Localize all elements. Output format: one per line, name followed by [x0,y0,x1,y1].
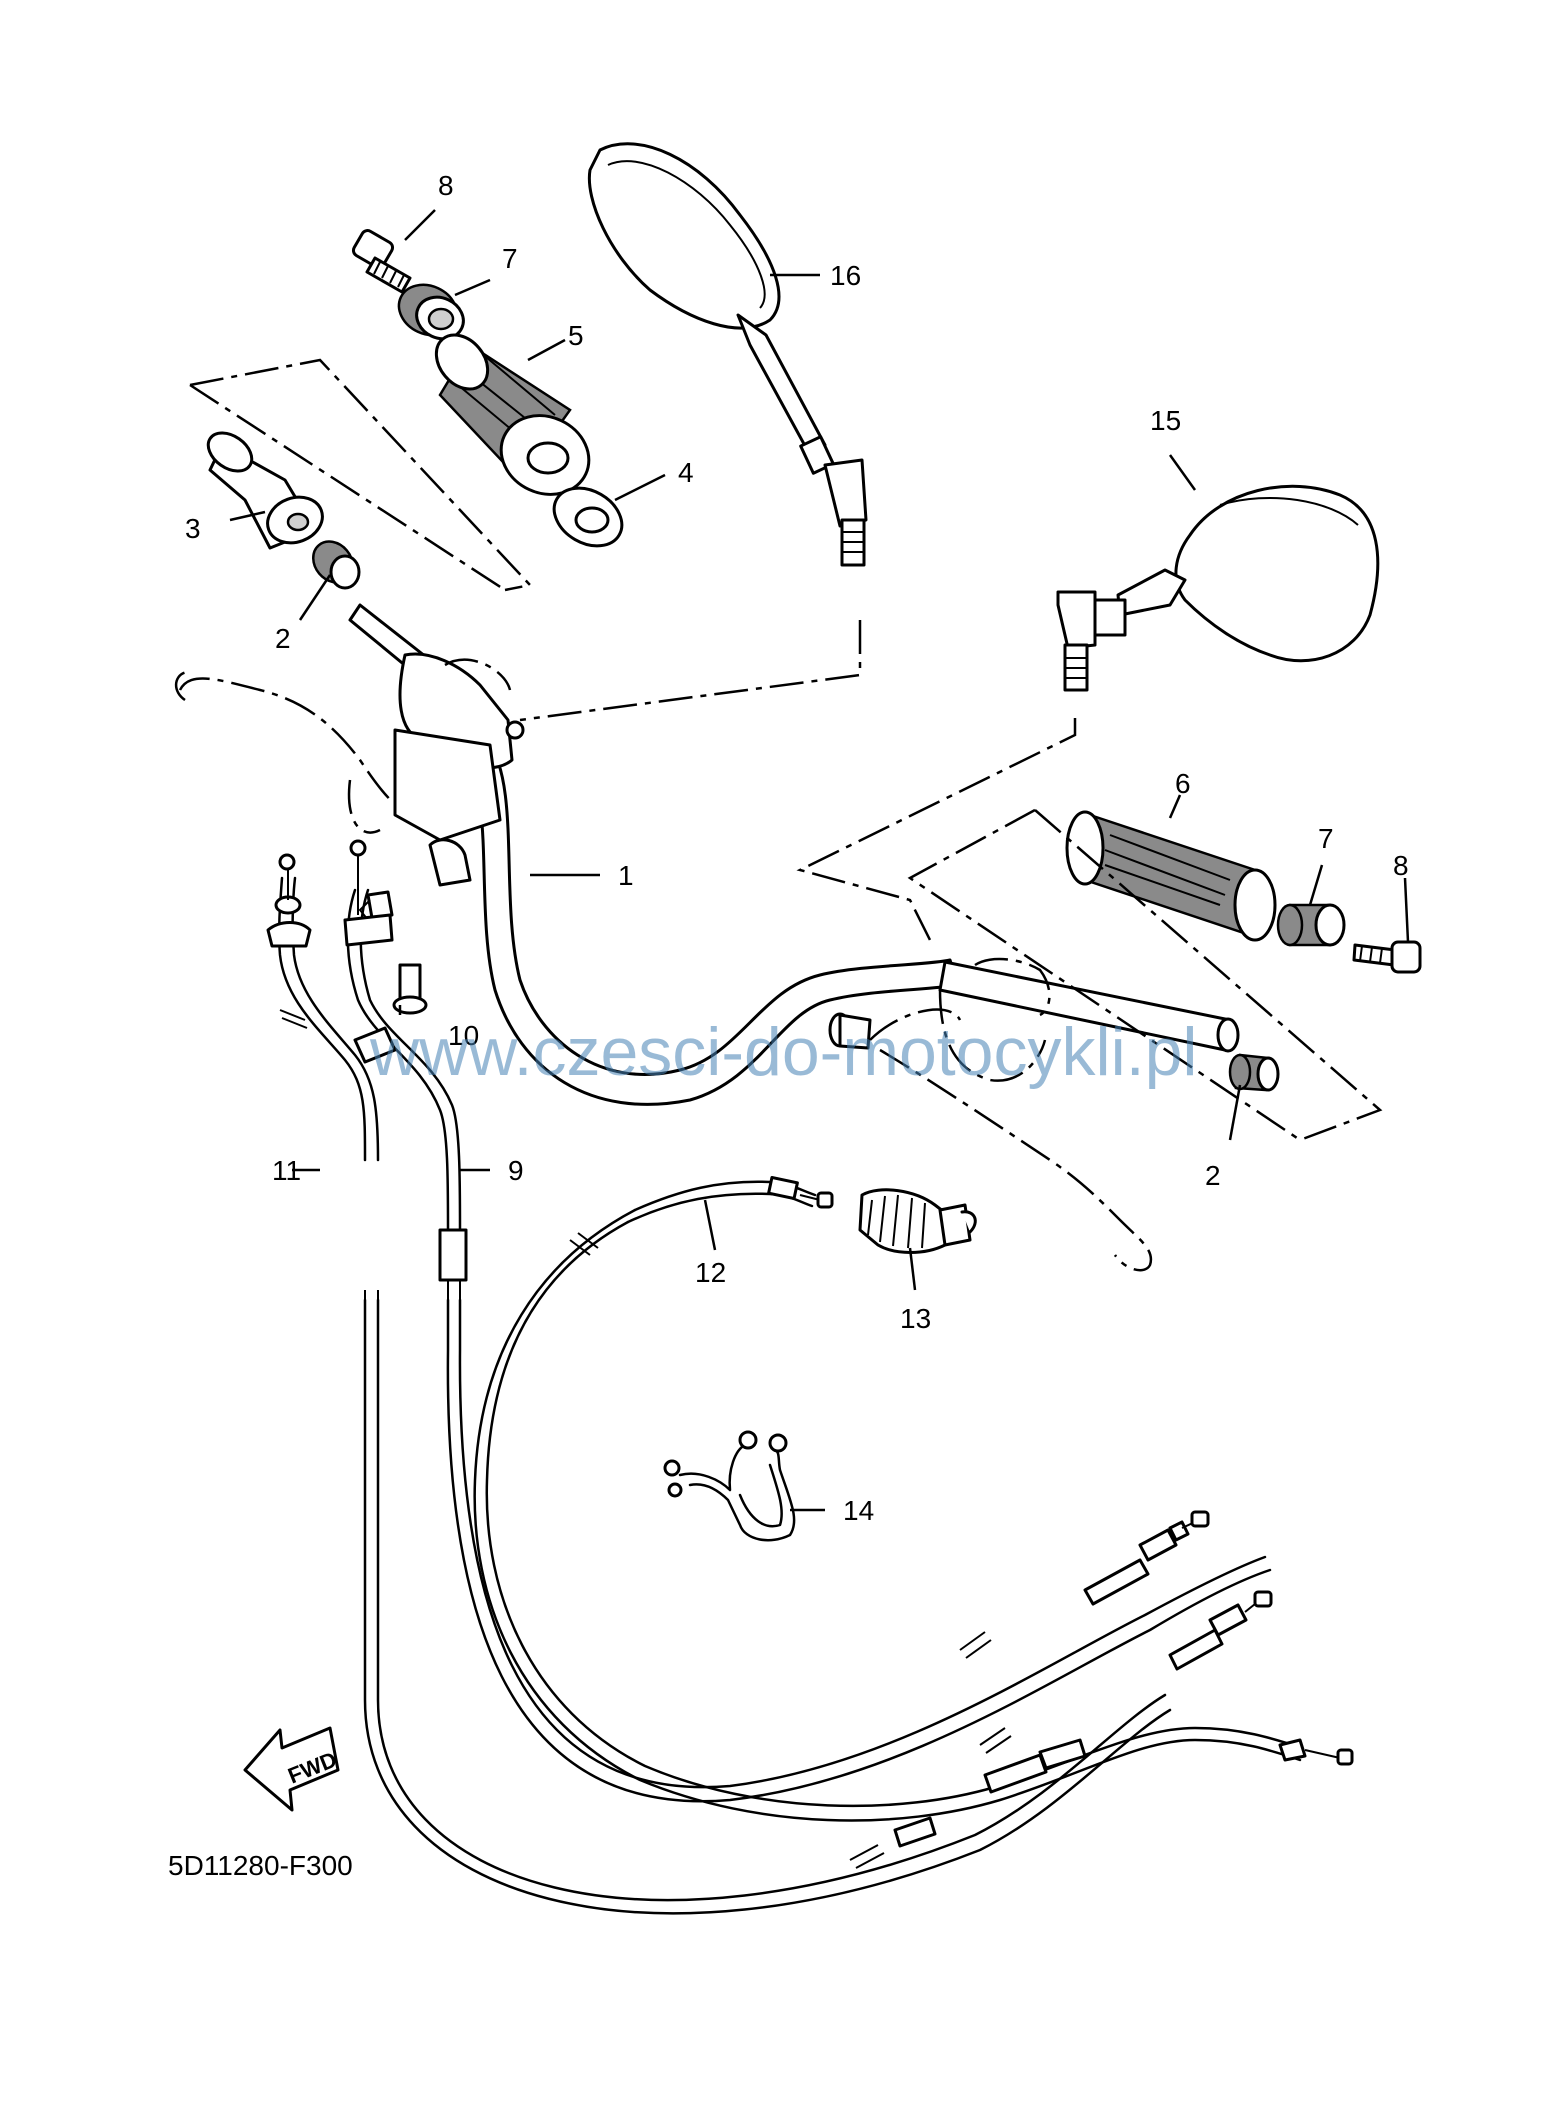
part-13-cable-boot [858,1188,977,1254]
callout-12: 12 [695,1257,726,1288]
right-switch-housing [828,957,1153,1272]
part-7-grip-end-left [397,283,465,341]
left-lever-phantom [174,670,421,834]
part-5-left-grip [434,333,591,496]
callout-9: 9 [508,1155,524,1186]
part-2-bar-end-weight-right [1228,1053,1280,1092]
callout-1: 1 [618,860,634,891]
assembly-boundaries [189,358,1383,1142]
part-16-left-mirror [587,142,868,567]
callout-14: 14 [843,1495,874,1526]
watermark: www.czesci-do-motocykli.pl [369,1014,1198,1090]
callout-3: 3 [185,513,201,544]
drawing-code: 5D11280-F300 [168,1850,353,1881]
callout-15: 15 [1150,405,1181,436]
callout-2-right: 2 [1205,1160,1221,1191]
left-switch-housing [393,652,525,887]
callout-5: 5 [568,320,584,351]
callout-16: 16 [830,260,861,291]
callout-10: 10 [448,1020,479,1051]
part-2-bar-end-weight-left [311,540,361,590]
part-6-right-grip [1065,810,1277,942]
cables [266,839,1354,1915]
callout-13: 13 [900,1303,931,1334]
callout-numbers: 8 7 5 4 3 2 16 15 1 6 7 8 10 2 11 9 12 1… [185,170,1409,1526]
callout-6: 6 [1175,768,1191,799]
callout-7-right: 7 [1318,823,1334,854]
leader-lines [229,209,1410,1512]
callout-7-top: 7 [502,243,518,274]
part-8-screw-right [1352,940,1422,974]
part-10-cable-clamp-screw [358,890,428,1015]
part-7-grip-end-right [1276,903,1346,947]
forward-arrow: FWD [243,1726,340,1812]
callout-11: 11 [272,1155,301,1186]
part-3-throttle-tube [206,431,324,550]
callout-8-top: 8 [438,170,454,201]
callout-8-right: 8 [1393,850,1409,881]
part-8-screw-left [351,229,412,294]
part-14-cable-clamp [663,1430,796,1542]
part-15-right-mirror [1056,484,1380,692]
callout-2-top: 2 [275,623,291,654]
part-4-washer [552,486,624,548]
callout-4: 4 [678,457,694,488]
